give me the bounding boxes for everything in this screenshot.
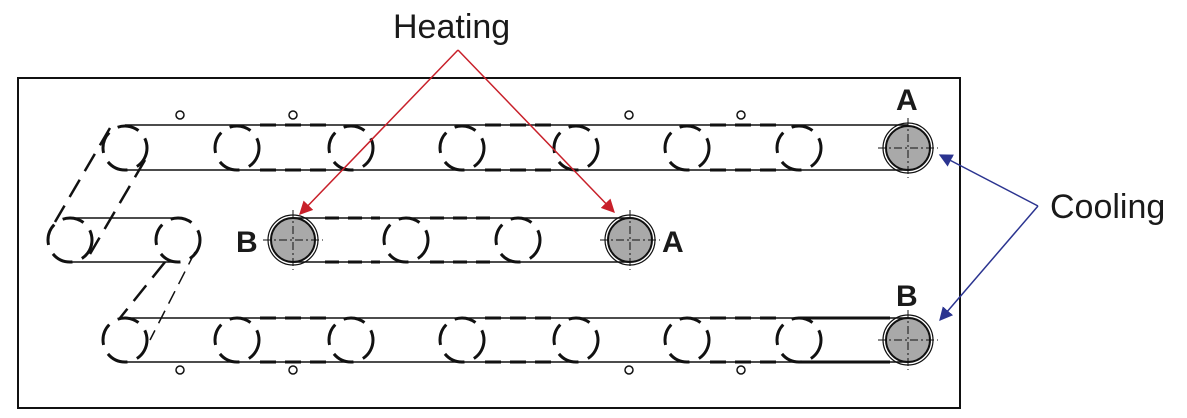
label-port-top-a: A: [896, 84, 918, 117]
cooling-label: Cooling: [1050, 188, 1165, 226]
bottom-cooling-channel: [101, 316, 908, 375]
cooling-arrow-top: [938, 154, 1039, 207]
port-middle-left-b: [263, 210, 323, 270]
cooling-arrow-bottom: [939, 205, 1039, 322]
top-cooling-channel: [101, 110, 908, 172]
middle-heating-channel: [293, 216, 630, 264]
label-port-middle-a: A: [662, 226, 684, 259]
mold-plate: [17, 77, 961, 409]
port-middle-right-a: [600, 210, 660, 270]
port-top-right-a: [878, 118, 938, 178]
heating-arrow-right: [457, 49, 615, 213]
label-port-middle-b: B: [236, 226, 258, 259]
port-bottom-right-b: [878, 310, 938, 370]
left-connector-channel: [46, 127, 202, 341]
heating-label: Heating: [393, 8, 510, 46]
label-port-bottom-b: B: [896, 280, 918, 313]
heating-arrow-left: [299, 49, 459, 215]
